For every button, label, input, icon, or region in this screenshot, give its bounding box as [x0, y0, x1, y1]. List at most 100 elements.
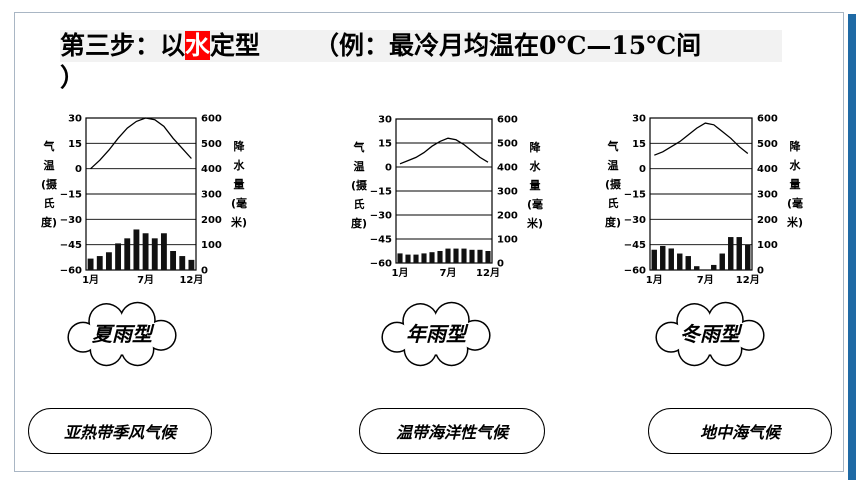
chart-2-precip-bar — [453, 248, 459, 263]
chart-3-precip-tick: 500 — [757, 139, 778, 150]
chart-2-precip-axis-label: (毫 — [527, 197, 543, 211]
rain-type-label-3: 冬雨型 — [680, 322, 743, 346]
chart-2-precip-axis-label: 米) — [526, 216, 543, 230]
chart-2-month-tick: 1月 — [392, 267, 409, 279]
chart-3-precip-axis-label: 米) — [786, 215, 803, 229]
chart-1-precip-bar — [142, 233, 149, 270]
chart-1-month-tick: 7月 — [137, 274, 154, 286]
chart-1-precip-tick: 600 — [201, 114, 222, 125]
chart-2-temp-axis-label: 氏 — [354, 197, 365, 211]
title-note-end: ） — [60, 63, 86, 92]
chart-1-precip-bar — [96, 256, 103, 270]
chart-1-month-tick: 12月 — [179, 274, 203, 286]
chart-3-temp-tick: −45 — [624, 240, 646, 251]
chart-2-precip-axis-label: 水 — [530, 159, 542, 173]
chart-2-precip-bar — [405, 254, 411, 263]
chart-2-precip-bar — [413, 254, 419, 263]
chart-2-precip-bar — [485, 251, 491, 263]
accent-bar — [848, 14, 856, 480]
chart-3-precip-tick: 0 — [757, 266, 764, 277]
chart-1-temp-tick: −30 — [60, 215, 82, 226]
chart-2-temp-tick: −30 — [370, 211, 392, 222]
chart-1-precip-tick: 400 — [201, 164, 222, 175]
chart-3-temp-axis-label: 气 — [607, 139, 619, 153]
chart-1-temp-axis-label: 度) — [41, 215, 57, 229]
cloud-3-fill — [690, 316, 730, 355]
title-highlight: 水 — [185, 31, 211, 60]
chart-1-precip-bar — [105, 252, 112, 270]
chart-3-temp-tick: −15 — [624, 190, 646, 201]
chart-3-precip-axis-label: (毫 — [787, 196, 803, 210]
chart-1-precip-tick: 100 — [201, 240, 222, 251]
chart-1-temp-tick: −60 — [60, 266, 82, 277]
chart-3-precip-tick: 200 — [757, 215, 778, 226]
chart-2-temp-axis-label: (摄 — [351, 178, 368, 192]
chart-2-temp-tick: 15 — [378, 139, 392, 150]
chart-1-precip-tick: 500 — [201, 139, 222, 150]
chart-3-precip-tick: 300 — [757, 190, 778, 201]
cloud-3-fill — [734, 321, 764, 350]
chart-2-precip-tick: 500 — [497, 139, 518, 150]
chart-3-temp-axis-label: (摄 — [605, 177, 622, 191]
chart-2-temp-axis-label: 气 — [353, 140, 365, 154]
title-line: 第三步：以水定型（例：最冷月均温在0℃—15℃间 — [60, 30, 782, 62]
chart-2-temp-tick: −60 — [370, 259, 392, 270]
chart-3-precip-bar — [668, 248, 674, 270]
chart-3-temp-axis-label: 温 — [608, 158, 619, 172]
chart-1-temp-axis-label: 气 — [43, 139, 55, 153]
chart-3-precip-bar — [719, 253, 725, 270]
chart-2-precip-bar — [461, 248, 467, 263]
chart-1-temp-axis-label: 氏 — [44, 196, 55, 210]
chart-2-temp-axis-label: 温 — [354, 159, 365, 173]
chart-2-precip-axis-label: 量 — [530, 179, 541, 192]
chart-3-precip-axis-label: 降 — [790, 139, 802, 153]
cloud-2-fill — [460, 321, 490, 350]
chart-2-precip-bar — [437, 251, 443, 263]
chart-2-precip-tick: 300 — [497, 187, 518, 198]
cloud-1-fill — [102, 316, 142, 355]
chart-1-precip-tick: 300 — [201, 190, 222, 201]
chart-3-precip-bar — [660, 245, 666, 270]
title-suffix: 定型 — [210, 31, 261, 60]
chart-1-temp-tick: 15 — [68, 139, 82, 150]
chart-1-temp-axis-label: (摄 — [41, 177, 58, 191]
chart-3-temp-axis-label: 度) — [605, 215, 621, 229]
chart-1-temp-axis-label: 温 — [44, 158, 55, 172]
chart-2-precip-tick: 600 — [497, 115, 518, 126]
chart-1-temp-tick: −15 — [60, 190, 82, 201]
chart-1-precip-axis-label: 量 — [234, 178, 245, 191]
chart-3-temp-tick: 0 — [639, 164, 646, 175]
chart-3-temp-axis-label: 氏 — [608, 196, 619, 210]
chart-3-precip-bar — [685, 256, 691, 270]
chart-1-precip-bar — [133, 229, 140, 270]
chart-2-temp-line — [399, 137, 489, 165]
chart-2-temp-tick: −15 — [370, 187, 392, 198]
chart-1-precip-bar — [87, 258, 94, 270]
chart-2-precip-bar — [421, 253, 427, 263]
chart-1-precip-axis-label: (毫 — [231, 196, 247, 210]
chart-2-precip-bar — [397, 253, 403, 263]
chart-2-precip-tick: 200 — [497, 211, 518, 222]
chart-2-precip-bar — [469, 249, 475, 263]
chart-2-temp-axis-label: 度) — [351, 216, 367, 230]
chart-2-precip-bar — [429, 252, 435, 263]
slide-title: 第三步：以水定型（例：最冷月均温在0℃—15℃间 ） — [60, 30, 782, 94]
chart-1-temp-tick: −45 — [60, 240, 82, 251]
chart-3-precip-tick: 100 — [757, 240, 778, 251]
rain-type-label-2: 年雨型 — [406, 322, 469, 346]
chart-1-temp-tick: 0 — [75, 164, 82, 175]
climate-pill-2: 温带海洋性气候 — [359, 408, 545, 454]
chart-3-precip-bar — [711, 264, 717, 270]
chart-1-precip-tick: 200 — [201, 215, 222, 226]
chart-2-month-tick: 12月 — [476, 267, 500, 279]
chart-3-precip-bar — [677, 253, 683, 270]
chart-3-precip-bar — [736, 237, 742, 270]
cloud-1-fill — [146, 321, 176, 350]
chart-1-precip-tick: 0 — [201, 266, 208, 277]
chart-1-precip-bar — [170, 251, 177, 270]
chart-1-precip-bar — [151, 238, 158, 270]
climate-pill-3: 地中海气候 — [648, 408, 832, 454]
chart-3-precip-axis-label: 量 — [790, 178, 801, 191]
